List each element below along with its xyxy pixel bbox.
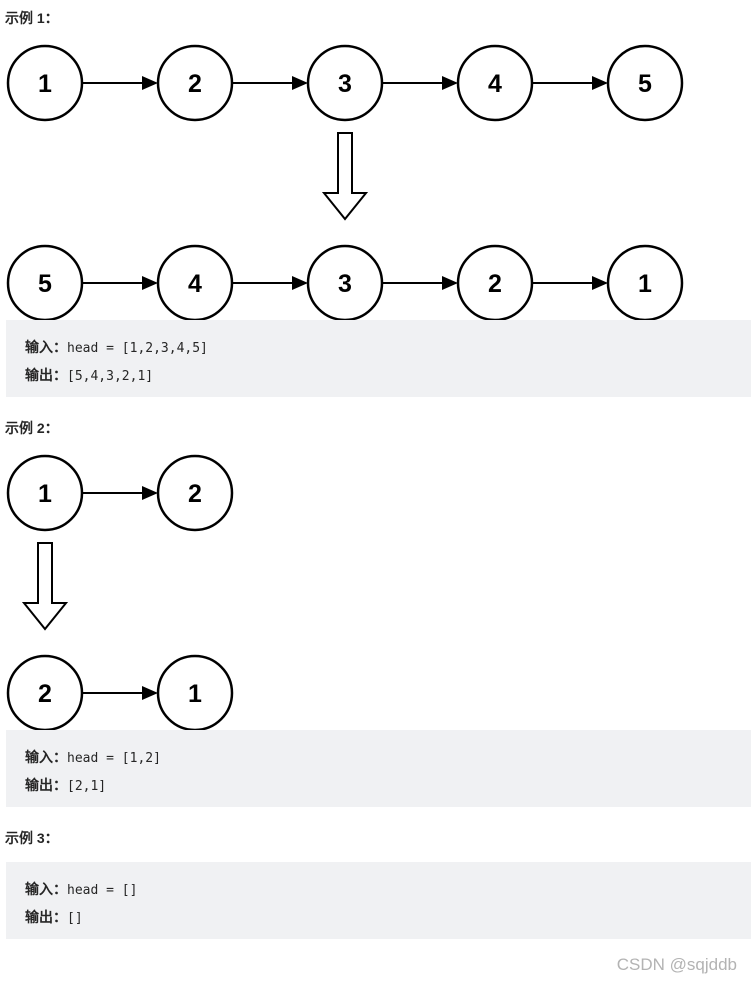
input-line: 输入：head = []: [25, 876, 751, 904]
input-label: 输入：: [25, 339, 67, 355]
example-1-diagram: 1 2 3 4 5 5 4 3 2 1: [6, 44, 684, 322]
node-value: 1: [638, 270, 652, 298]
list-node-after: 1: [606, 244, 684, 322]
arrowhead: [142, 486, 158, 500]
example-2-heading: 示例 2：: [5, 420, 59, 436]
input-label: 输入：: [25, 749, 67, 765]
example-3-heading: 示例 3：: [5, 830, 59, 846]
list-node-after: 2: [456, 244, 534, 322]
node-value: 3: [338, 70, 352, 98]
output-label: 输出：: [25, 367, 67, 383]
input-value: head = [1,2]: [67, 751, 161, 766]
node-circle: [156, 44, 234, 122]
arrowhead: [292, 276, 308, 290]
node-value: 2: [188, 480, 202, 508]
node-circle: [6, 454, 84, 532]
input-value: head = []: [67, 883, 138, 898]
node-value: 2: [188, 70, 202, 98]
list-node-after: 5: [6, 244, 84, 322]
node-value: 1: [188, 680, 202, 708]
arrowhead: [142, 686, 158, 700]
csdn-watermark: CSDN @sqjddb: [616, 955, 737, 974]
node-value: 1: [38, 480, 52, 508]
example-3-codebox: 输入：head = [] 输出：[]: [6, 862, 751, 939]
list-node-after: 1: [156, 654, 234, 732]
list-node-before: 3: [306, 44, 384, 122]
list-node-before: 1: [6, 454, 84, 532]
output-line: 输出：[2,1]: [25, 772, 751, 800]
node-circle: [6, 44, 84, 122]
node-circle: [456, 44, 534, 122]
node-value: 5: [638, 70, 652, 98]
example-1-heading: 示例 1：: [5, 10, 59, 26]
output-label: 输出：: [25, 777, 67, 793]
list-node-after: 3: [306, 244, 384, 322]
output-value: []: [67, 911, 83, 926]
node-value: 5: [38, 270, 52, 298]
arrowhead: [292, 76, 308, 90]
example-1-codebox: 输入：head = [1,2,3,4,5] 输出：[5,4,3,2,1]: [6, 320, 751, 397]
list-node-before: 2: [156, 454, 234, 532]
node-value: 1: [38, 70, 52, 98]
arrowhead: [592, 76, 608, 90]
output-line: 输出：[]: [25, 904, 751, 932]
output-value: [2,1]: [67, 779, 107, 794]
list-node-before: 2: [156, 44, 234, 122]
node-value: 4: [488, 70, 502, 98]
node-value: 2: [38, 680, 52, 708]
output-line: 输出：[5,4,3,2,1]: [25, 362, 751, 390]
input-line: 输入：head = [1,2,3,4,5]: [25, 334, 751, 362]
example-2-codebox: 输入：head = [1,2] 输出：[2,1]: [6, 730, 751, 807]
arrowhead: [142, 276, 158, 290]
input-label: 输入：: [25, 881, 67, 897]
node-circle: [306, 44, 384, 122]
output-value: [5,4,3,2,1]: [67, 369, 154, 384]
input-line: 输入：head = [1,2]: [25, 744, 751, 772]
list-node-after: 4: [156, 244, 234, 322]
example-2-diagram: 1 2 2 1: [6, 454, 234, 732]
arrowhead: [442, 76, 458, 90]
list-node-after: 2: [6, 654, 84, 732]
arrowhead: [142, 76, 158, 90]
list-node-before: 4: [456, 44, 534, 122]
node-value: 4: [188, 270, 202, 298]
node-circle: [606, 44, 684, 122]
arrowhead: [442, 276, 458, 290]
node-value: 3: [338, 270, 352, 298]
arrowhead: [592, 276, 608, 290]
down-arrow-icon: [321, 132, 369, 221]
output-label: 输出：: [25, 909, 67, 925]
list-node-before: 1: [6, 44, 84, 122]
list-node-before: 5: [606, 44, 684, 122]
node-circle: [156, 454, 234, 532]
node-value: 2: [488, 270, 502, 298]
down-arrow-icon: [21, 542, 69, 631]
input-value: head = [1,2,3,4,5]: [67, 341, 208, 356]
